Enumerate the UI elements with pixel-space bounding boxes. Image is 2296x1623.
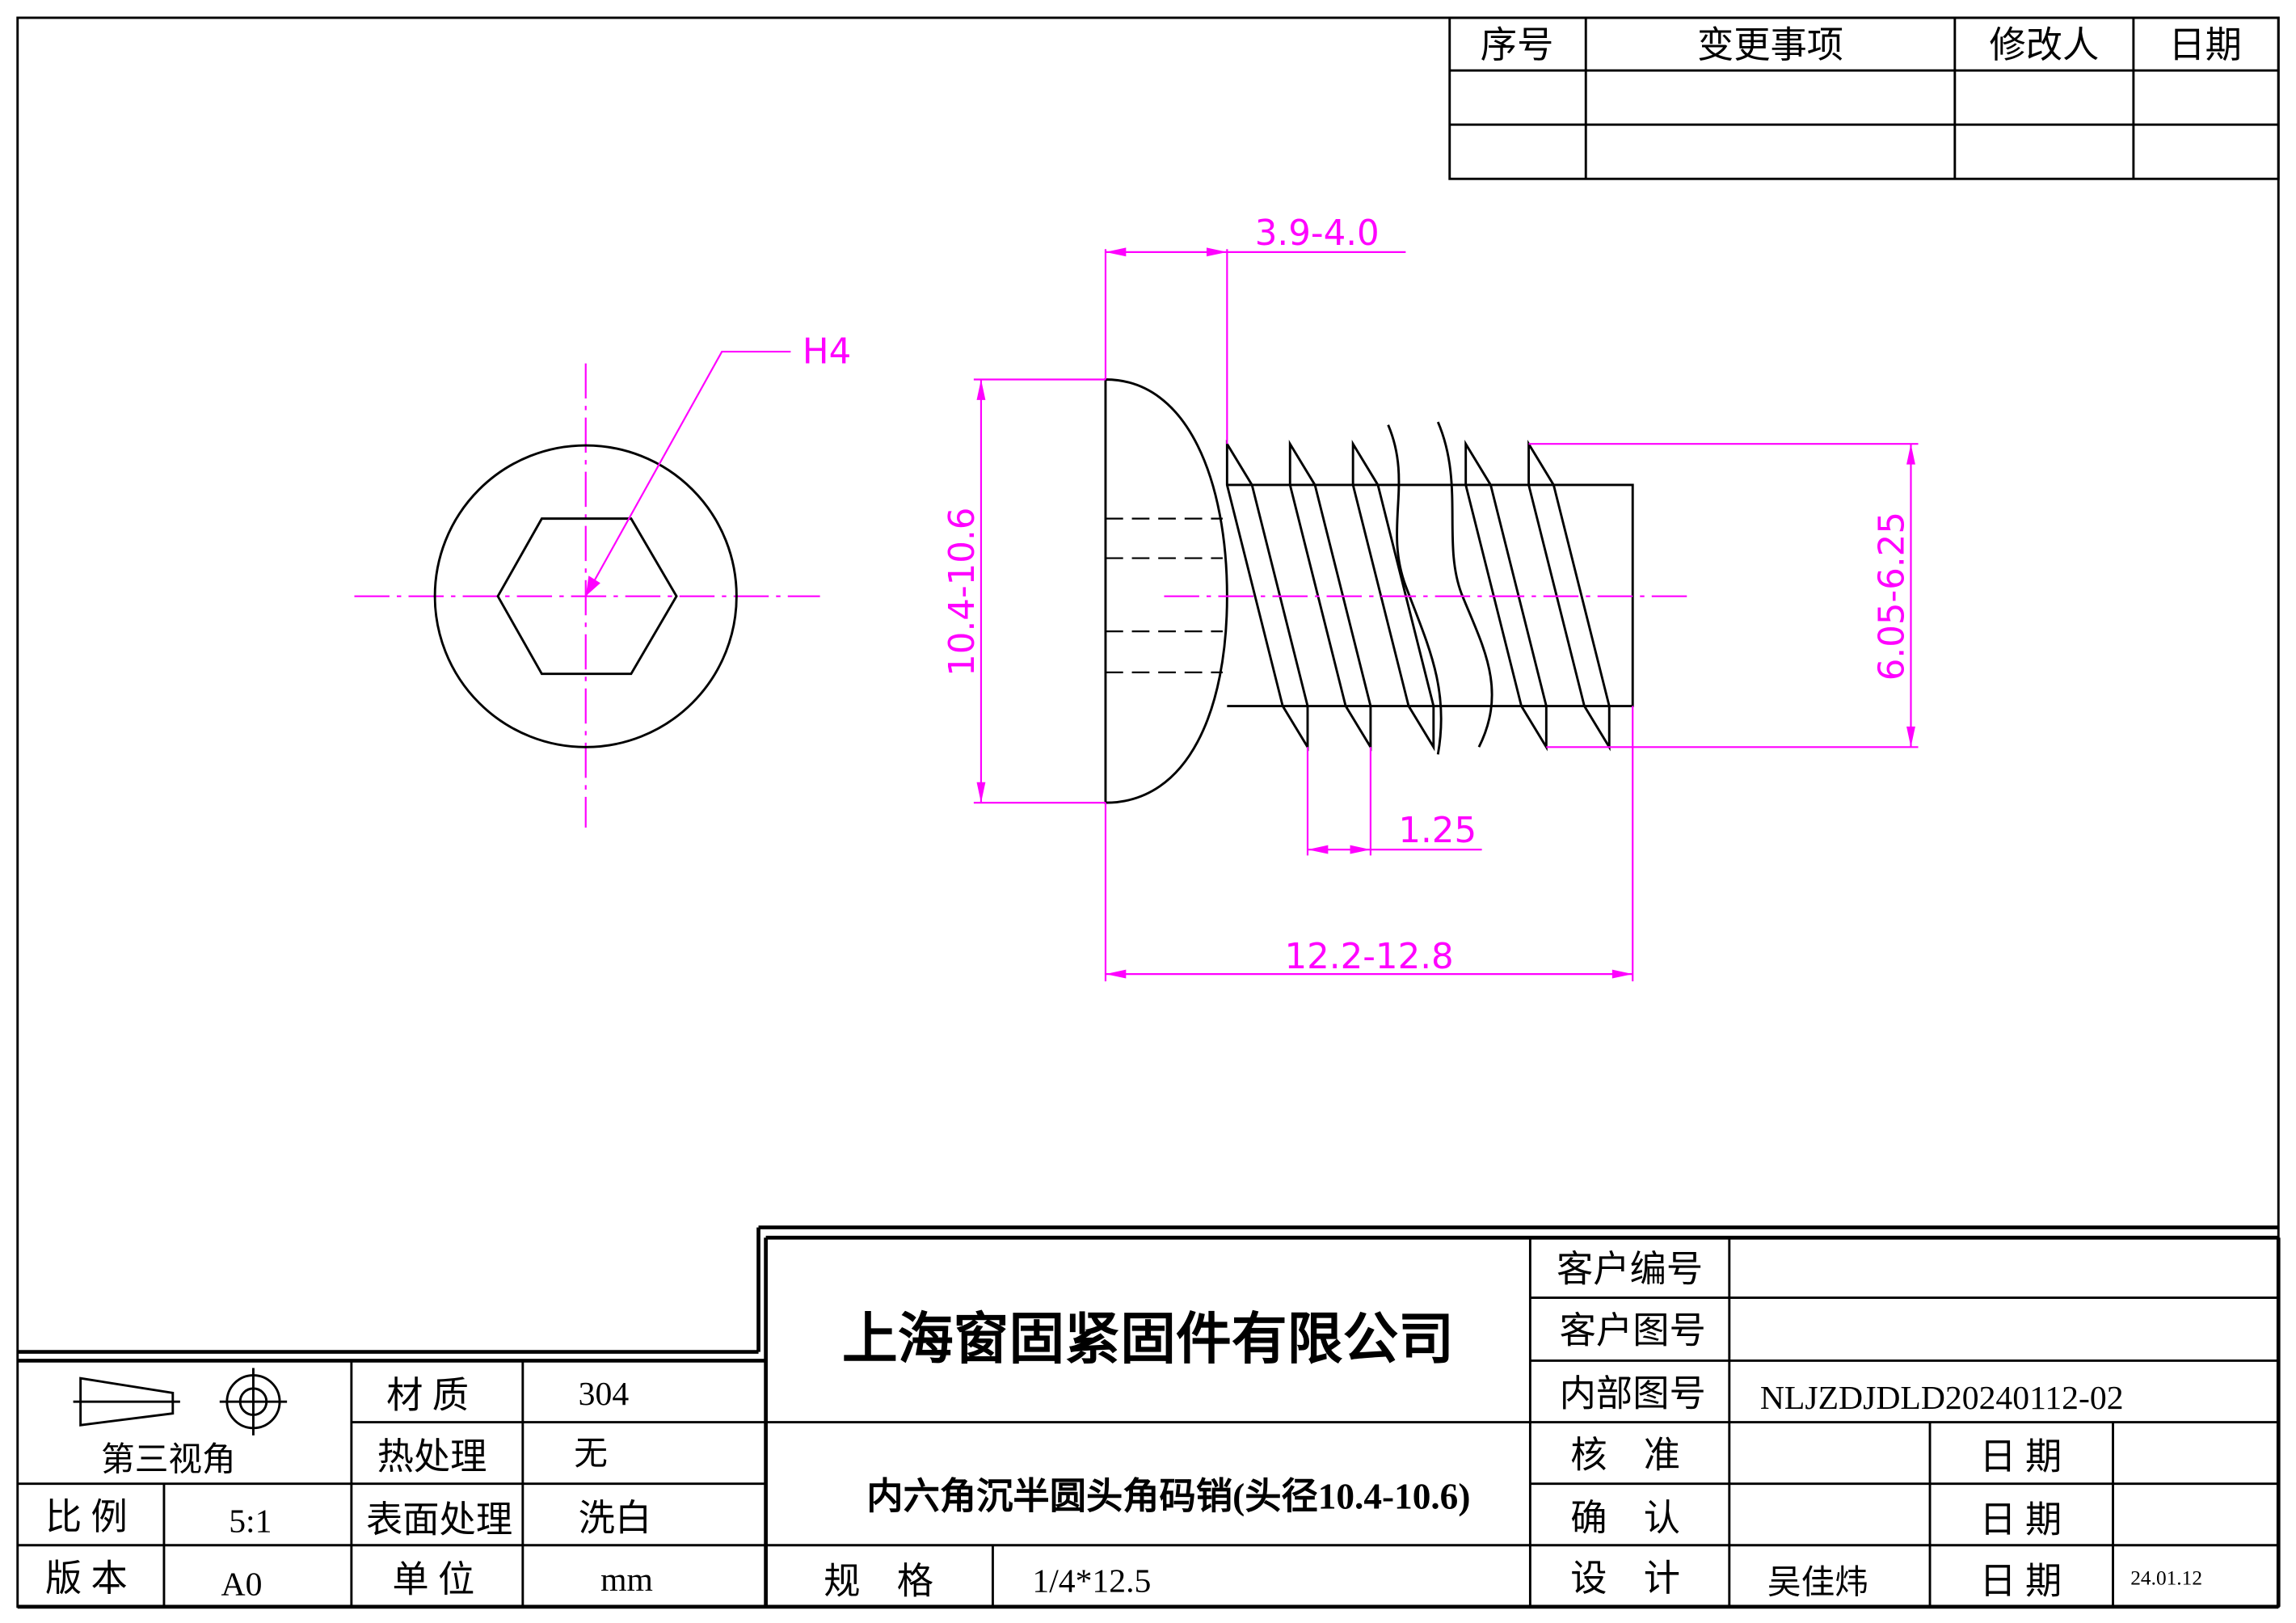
dim-thread-diameter: 6.05-6.25: [1872, 512, 1912, 681]
rev-header-date: 日期: [2168, 25, 2242, 65]
rev-header-editor: 修改人: [1989, 25, 2099, 65]
design-date-label: 日 期: [1979, 1562, 2062, 1602]
version-label: 版 本: [45, 1558, 128, 1599]
internal-drawing-value: NLJZDJDLD20240112-02: [1760, 1380, 2124, 1417]
scale-value: 5:1: [229, 1503, 272, 1540]
side-view: [1104, 378, 1689, 804]
confirm-date-label: 日 期: [1979, 1499, 2062, 1540]
projection-label: 第三视角: [101, 1441, 236, 1478]
customer-drawing-label: 客户图号: [1560, 1311, 1706, 1351]
material-value: 304: [579, 1376, 630, 1413]
rev-header-no: 序号: [1481, 25, 1554, 65]
unit-label: 单 位: [392, 1560, 474, 1600]
part-name: 内六角沉半圆头角码销(头径10.4-10.6): [866, 1476, 1470, 1516]
designer-name: 吴佳炜: [1767, 1565, 1868, 1602]
design-date: 24.01.12: [2130, 1567, 2202, 1590]
check-date-label: 日 期: [1979, 1437, 2062, 1478]
confirm-label: 确 认: [1570, 1499, 1680, 1539]
dim-head-diameter: 10.4-10.6: [942, 508, 983, 677]
scale-label: 比 例: [45, 1497, 128, 1537]
internal-drawing-label: 内部图号: [1560, 1374, 1706, 1414]
version-value: A0: [221, 1566, 262, 1603]
dim-pitch: 1.25: [1398, 811, 1477, 851]
title-block: 第三视角 材 质 304 热处理 无 比 例 5:1 表面处理 洗白 版 本 A…: [17, 1225, 2281, 1609]
heat-treatment-value: 无: [574, 1435, 608, 1473]
company-name: 上海窗固紧固件有限公司: [842, 1309, 1454, 1370]
spec-label: 规 格: [824, 1562, 933, 1602]
hex-socket-label: H4: [803, 332, 851, 373]
unit-value: mm: [600, 1562, 653, 1599]
surface-label: 表面处理: [366, 1499, 512, 1540]
dim-head-height: 3.9-4.0: [1255, 213, 1380, 254]
material-label: 材 质: [386, 1375, 469, 1415]
surface-value: 洗白: [579, 1499, 652, 1539]
dim-length: 12.2-12.8: [1284, 937, 1453, 977]
dimensions: 3.9-4.0 10.4-10.6 6.05-6.25 1.25 12.2-12…: [942, 213, 1919, 982]
heat-treatment-label: 热处理: [377, 1437, 487, 1478]
spec-value: 1/4*12.5: [1032, 1563, 1151, 1600]
third-angle-projection-icon: [73, 1368, 288, 1435]
customer-no-label: 客户编号: [1557, 1250, 1703, 1290]
check-label: 核 准: [1570, 1435, 1680, 1476]
break-line: [1436, 421, 1493, 748]
hex-socket: [496, 517, 678, 676]
end-view: H4: [354, 332, 851, 828]
design-label: 设 计: [1570, 1558, 1680, 1599]
break-line: [1387, 424, 1443, 755]
revision-table: 序号 变更事项 修改人 日期: [1448, 16, 2280, 180]
screw-head: [1104, 378, 1228, 804]
rev-header-change: 变更事项: [1697, 25, 1843, 65]
